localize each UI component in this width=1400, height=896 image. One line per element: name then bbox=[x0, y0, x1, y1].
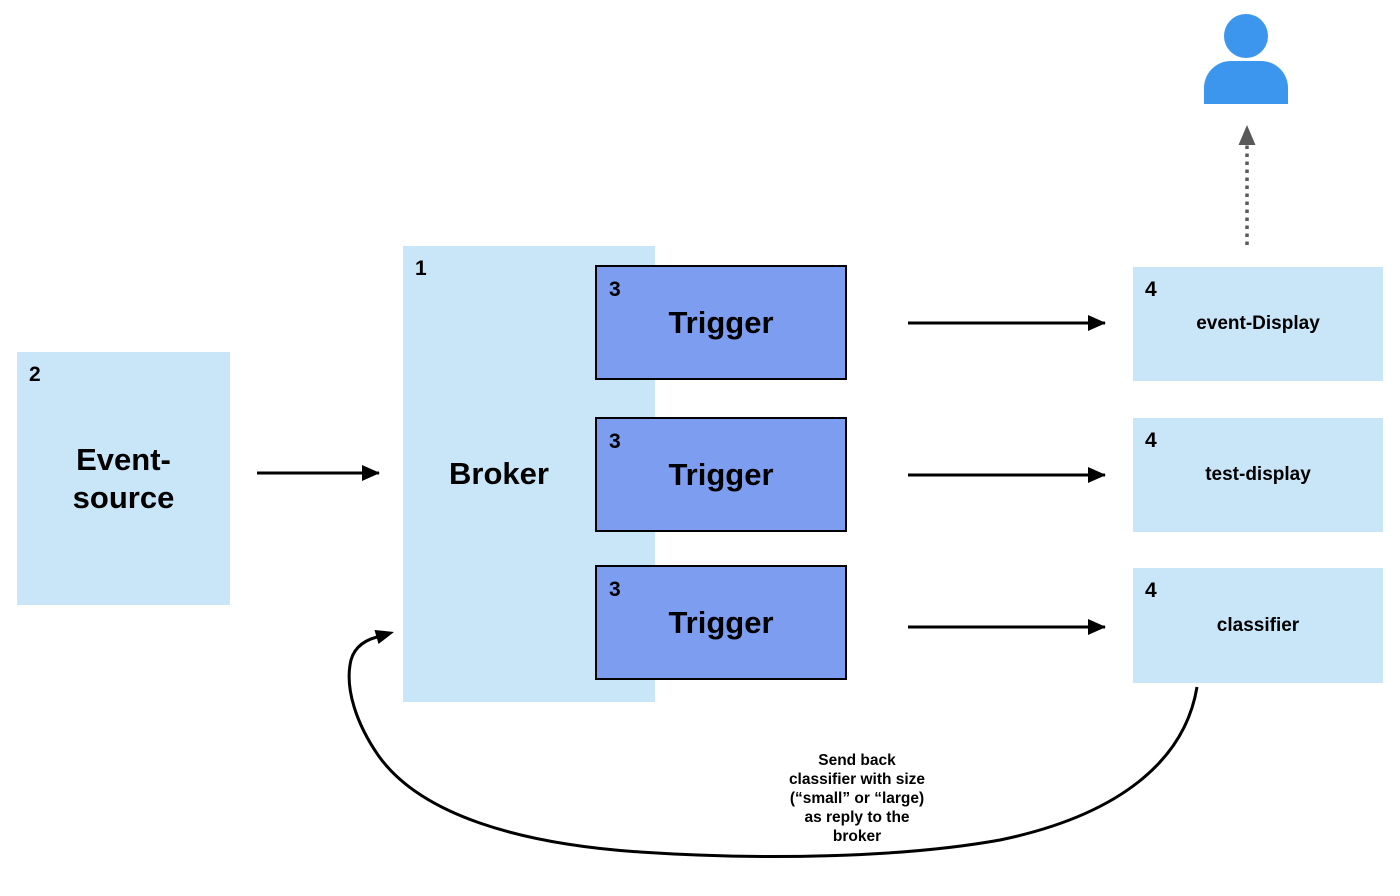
reply-annotation: Send back classifier with size (“small” … bbox=[737, 751, 977, 846]
event-display-label: event-Display bbox=[1196, 313, 1320, 334]
user-icon bbox=[1204, 14, 1288, 104]
trigger-node-3: 3 Trigger bbox=[595, 565, 847, 680]
broker-number-badge: 1 bbox=[415, 257, 427, 280]
event-source-number-badge: 2 bbox=[29, 363, 41, 386]
reply-annotation-line2: classifier with size bbox=[788, 771, 926, 788]
event-source-label: Event- source bbox=[17, 352, 230, 605]
test-display-node: 4 test-display bbox=[1133, 418, 1383, 532]
trigger-2-label: Trigger bbox=[668, 456, 774, 492]
trigger-2-number-badge: 3 bbox=[609, 430, 621, 453]
event-source-node: 2 Event- source bbox=[17, 352, 230, 605]
reply-annotation-line1: Send back bbox=[818, 752, 896, 769]
trigger-node-2: 3 Trigger bbox=[595, 417, 847, 532]
event-source-label-line1: Event- bbox=[76, 441, 171, 477]
test-display-number-badge: 4 bbox=[1145, 429, 1157, 452]
event-source-label-line2: source bbox=[72, 479, 175, 515]
trigger-3-label: Trigger bbox=[668, 604, 774, 640]
arrow-event-display-to-user bbox=[1238, 125, 1256, 245]
trigger-3-number-badge: 3 bbox=[609, 578, 621, 601]
trigger-1-number-badge: 3 bbox=[609, 278, 621, 301]
event-display-number-badge: 4 bbox=[1145, 278, 1157, 301]
trigger-1-label: Trigger bbox=[668, 304, 774, 340]
classifier-label: classifier bbox=[1216, 614, 1300, 636]
event-display-node: 4 event-Display bbox=[1133, 267, 1383, 381]
reply-annotation-line4: as reply to the bbox=[804, 809, 910, 826]
classifier-number-badge: 4 bbox=[1145, 579, 1157, 602]
reply-annotation-line5: broker bbox=[832, 828, 882, 845]
trigger-node-1: 3 Trigger bbox=[595, 265, 847, 380]
broker-label: Broker bbox=[449, 456, 549, 492]
reply-annotation-line3: (“small” or “large) bbox=[789, 790, 925, 807]
test-display-label: test-display bbox=[1205, 464, 1311, 485]
classifier-node: 4 classifier bbox=[1133, 568, 1383, 683]
